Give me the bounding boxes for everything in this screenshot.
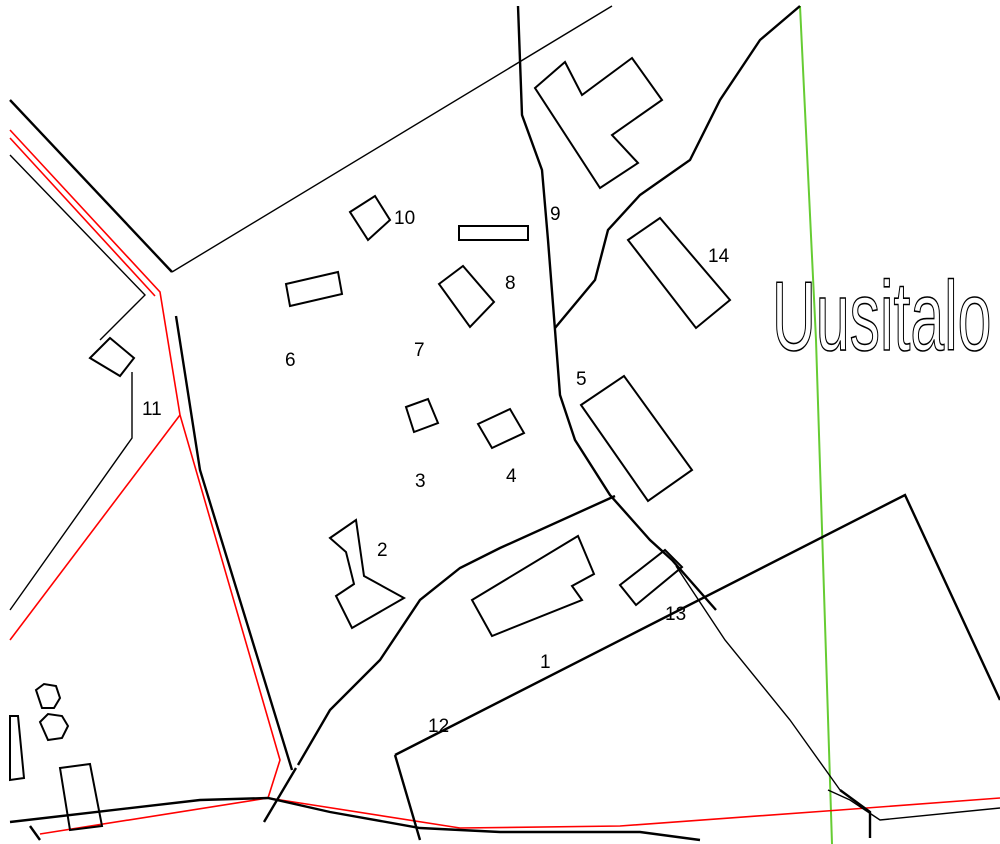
red-road-boundaries <box>9 129 1000 835</box>
building <box>626 216 732 330</box>
grid-line <box>799 5 833 844</box>
label-14: 14 <box>708 246 730 267</box>
label-5: 5 <box>576 369 587 390</box>
place-name: Uusitalo <box>772 262 991 371</box>
label-1: 1 <box>540 652 551 673</box>
building <box>470 534 596 638</box>
building <box>284 270 344 308</box>
building <box>9 715 26 782</box>
building <box>579 374 694 503</box>
boundary-lines <box>9 5 1000 842</box>
label-3: 3 <box>415 471 426 492</box>
building <box>404 397 440 434</box>
buildings <box>9 56 732 832</box>
label-7: 7 <box>414 340 425 361</box>
label-9: 9 <box>550 204 561 225</box>
label-12: 12 <box>428 716 449 737</box>
building <box>476 407 526 450</box>
building <box>328 518 407 630</box>
building <box>458 225 529 241</box>
label-11: 11 <box>142 399 162 420</box>
label-8: 8 <box>505 273 516 294</box>
building <box>618 548 684 607</box>
building <box>38 712 70 742</box>
label-4: 4 <box>506 466 517 487</box>
building <box>88 336 136 378</box>
label-6: 6 <box>285 350 296 371</box>
label-13: 13 <box>665 604 686 625</box>
label-10: 10 <box>394 208 415 229</box>
building <box>437 264 496 329</box>
thin-lines <box>9 5 1000 821</box>
building <box>58 762 104 832</box>
building <box>34 682 62 709</box>
building <box>533 56 664 190</box>
building <box>348 194 392 242</box>
label-2: 2 <box>377 540 388 561</box>
